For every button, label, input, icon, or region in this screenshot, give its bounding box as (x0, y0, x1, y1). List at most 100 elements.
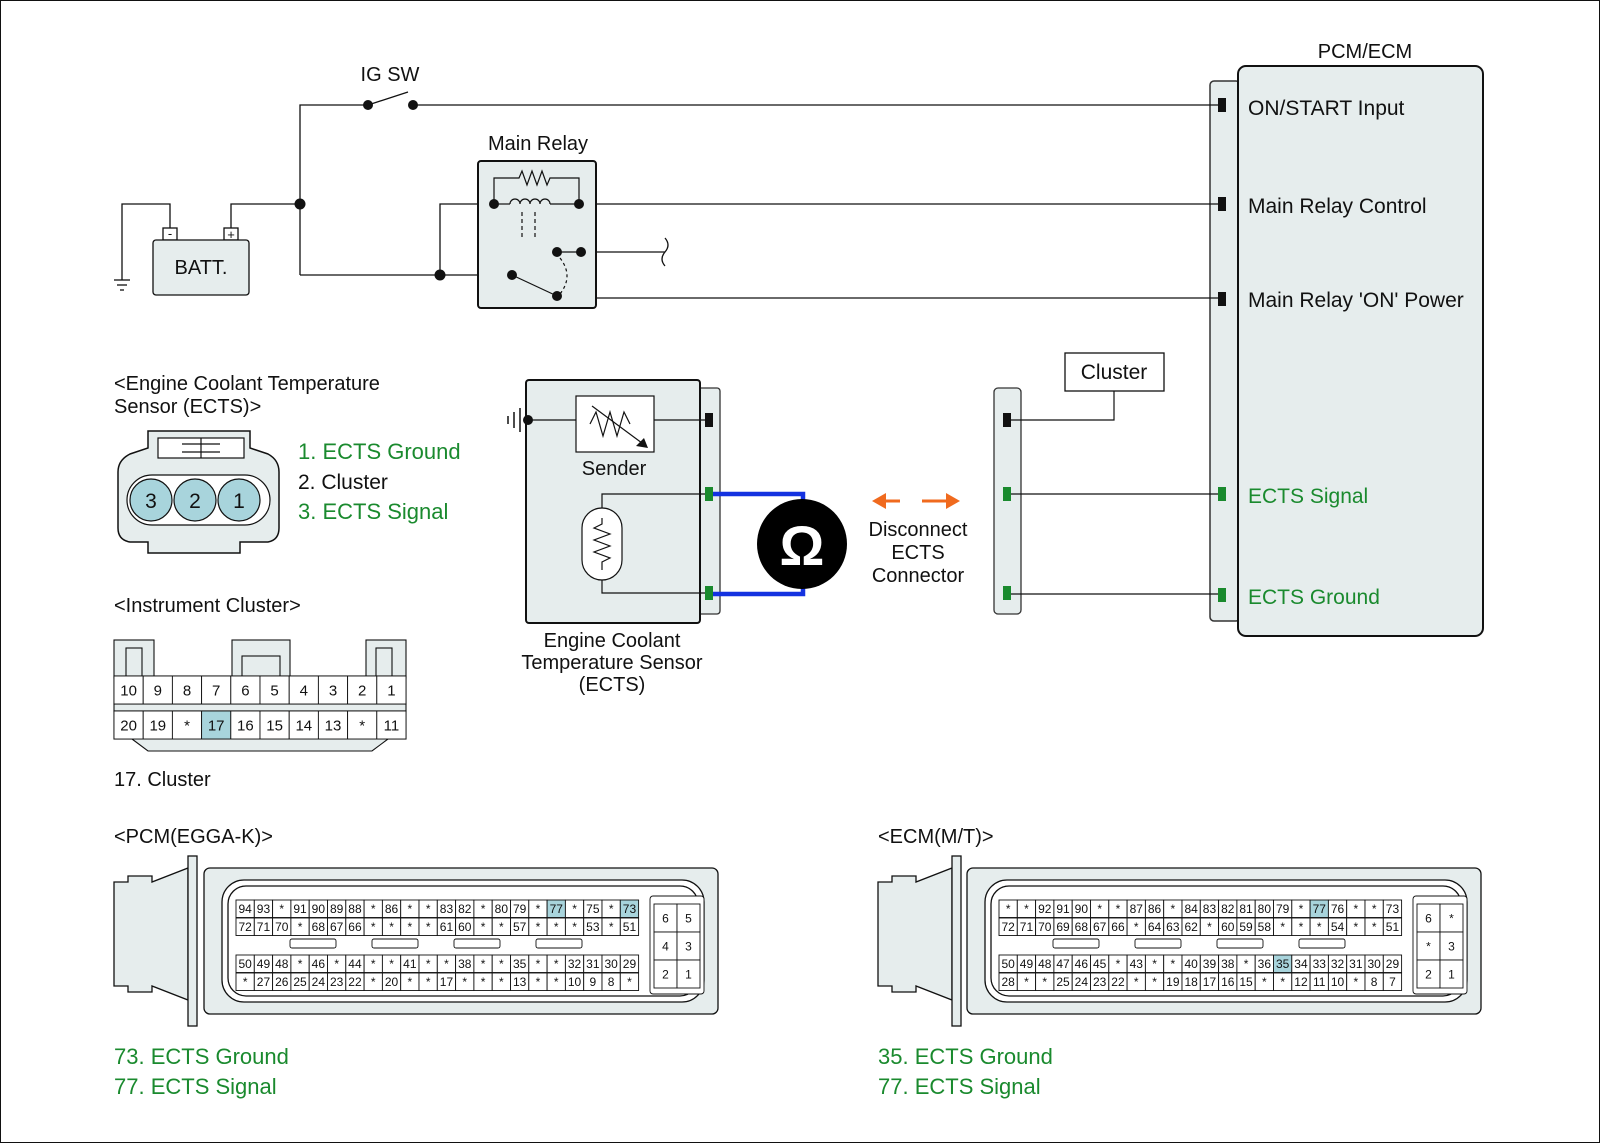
ecm_connector-pin: 23 (1090, 972, 1110, 991)
pcm_connector-pin: 29 (619, 954, 640, 973)
ecm_connector-pin-label: * (1134, 920, 1139, 934)
pcm_connector-pin-label: * (426, 957, 431, 971)
pcm_connector-pin: 93 (253, 899, 274, 918)
ects-sensor: Sender Engine Coolant Temperature Sensor… (507, 379, 721, 696)
ecm_connector-pin-label: * (1024, 975, 1029, 989)
pcm_connector-pin: * (491, 917, 511, 936)
ecm_connector-pin-label: * (1372, 902, 1377, 916)
pcm_connector-pin-label: * (481, 920, 486, 934)
pcm_connector-pin-label: * (408, 920, 413, 934)
pcm_connector-pin: 70 (272, 917, 292, 936)
ecm_connector-pin: 12 (1291, 972, 1311, 991)
ecm_connector-pin: 47 (1053, 954, 1073, 973)
pcm_connector-pin-label: 29 (623, 957, 637, 971)
ecm_connector-pin: 64 (1144, 917, 1165, 936)
ects-legend-3: 3. ECTS Signal (298, 499, 448, 524)
ecm_connector-pin-label: * (1006, 902, 1011, 916)
pcm_connector-pin-label: 77 (550, 902, 564, 916)
pcm_connector-pin-label: 44 (348, 957, 362, 971)
pcm-ecm-module: PCM/ECM ON/START Input Main Relay Contro… (1209, 41, 1484, 637)
pcm_connector-pin-label: 94 (238, 902, 252, 916)
ecm_connector-pin: * (1090, 899, 1110, 918)
ecm_connector-pin-label: * (1152, 975, 1157, 989)
ecm_connector-pin: * (1236, 954, 1256, 973)
ecm_connector-side-pin: * (1416, 931, 1441, 961)
pcm_connector-side-pin: 6 (653, 903, 678, 933)
pcm_connector-pin: 73 (619, 899, 640, 918)
pcm_connector-pin: 67 (327, 917, 347, 936)
ecm_connector-pin: 39 (1199, 954, 1220, 973)
ecm-legend-1: 35. ECTS Ground (878, 1044, 1053, 1069)
pcm_connector-pin-label: 22 (348, 975, 362, 989)
instrument-cluster-pin: 3 (317, 675, 349, 705)
pcm_connector-pin: 38 (455, 954, 475, 973)
sender-label: Sender (582, 458, 647, 480)
pcm_connector-pin: * (381, 917, 402, 936)
instrument-cluster-pin-label: 2 (358, 682, 366, 699)
pcm_connector-pin-label: * (371, 975, 376, 989)
instrument-cluster-pin-label: 13 (325, 717, 342, 734)
ecm_connector-pin-label: 47 (1056, 957, 1070, 971)
ects-connector-title-2: Sensor (ECTS)> (114, 396, 261, 418)
ecm_connector-pin-label: 43 (1130, 957, 1144, 971)
ecm_connector-pin-label: 69 (1056, 920, 1070, 934)
ecm_connector-pin-label: 62 (1184, 920, 1198, 934)
pcm_connector-pin-label: 32 (568, 957, 582, 971)
ecm_connector-key-slot (1298, 938, 1346, 949)
pcm_connector-pin: 53 (583, 917, 603, 936)
ecm_connector-side-pin-label: 6 (1425, 911, 1432, 925)
ecm_connector-pin: * (1144, 972, 1165, 991)
pcm_connector-pin-label: 24 (312, 975, 326, 989)
ecm_connector-pin: 90 (1071, 899, 1091, 918)
ecm_connector-pin-label: * (1207, 920, 1212, 934)
pcm_connector-pin-label: 82 (458, 902, 472, 916)
pcm_connector-pin-label: 73 (623, 902, 637, 916)
pcm_connector-pin-label: 41 (403, 957, 417, 971)
ects-connector-face: 3 2 1 (117, 430, 280, 554)
instrument-cluster-pin: 1 (376, 675, 407, 705)
ecm_connector-pin-label: 24 (1075, 975, 1089, 989)
pcm_connector-pin-label: * (572, 902, 577, 916)
ecm_connector-pin: 17 (1199, 972, 1220, 991)
pcm_connector-pin-label: 89 (330, 902, 344, 916)
pcm_connector-pin: 94 (235, 899, 255, 918)
instrument-cluster-pin: 15 (259, 710, 290, 740)
pcm_connector-side-pin: 2 (653, 959, 678, 989)
pcm_connector-key-slot (535, 938, 583, 949)
ects-legend-2: 2. Cluster (298, 471, 388, 494)
ecm_connector-pin-label: * (1024, 902, 1029, 916)
pcm_connector-pin: 27 (253, 972, 274, 991)
pcm_connector-pin: 68 (308, 917, 328, 936)
ecm_connector-pin-label: 7 (1389, 975, 1396, 989)
ecm_connector-pin: 38 (1218, 954, 1238, 973)
disconnect-arrows (872, 493, 960, 509)
pcm_connector-pin: * (327, 954, 347, 973)
pcm_connector-side-pin-label: 1 (685, 967, 692, 981)
instrument-cluster-pin-label: * (184, 717, 190, 734)
ecm_connector-pin-label: 51 (1386, 920, 1400, 934)
ecm_connector-pin: * (1108, 899, 1128, 918)
pcm_connector-pin: * (491, 972, 511, 991)
pcm_connector-pin: * (363, 972, 383, 991)
ecm_connector-pin: * (1144, 954, 1165, 973)
ects-pin-1: 1 (233, 490, 245, 513)
instrument-cluster-pin: 7 (201, 675, 232, 705)
pcm_connector-pin-label: 17 (440, 975, 454, 989)
pcm_connector-pin: 17 (436, 972, 457, 991)
pcm_connector-pin: 57 (510, 917, 530, 936)
pcm-connector-title: <PCM(EGGA-K)> (114, 826, 273, 848)
ecm_connector-pin-label: 60 (1221, 920, 1235, 934)
pcm_connector-pin-label: * (408, 902, 413, 916)
pcm_connector-pin-label: 72 (238, 920, 252, 934)
ecm_connector-pin-label: 73 (1386, 902, 1400, 916)
pcm_connector-pin: * (473, 954, 493, 973)
ecm_connector-pin-label: 63 (1166, 920, 1180, 934)
pcm_connector-pin: * (473, 899, 493, 918)
instrument-cluster-pin-label: 14 (295, 717, 312, 734)
ecm_connector-pin: 60 (1218, 917, 1238, 936)
